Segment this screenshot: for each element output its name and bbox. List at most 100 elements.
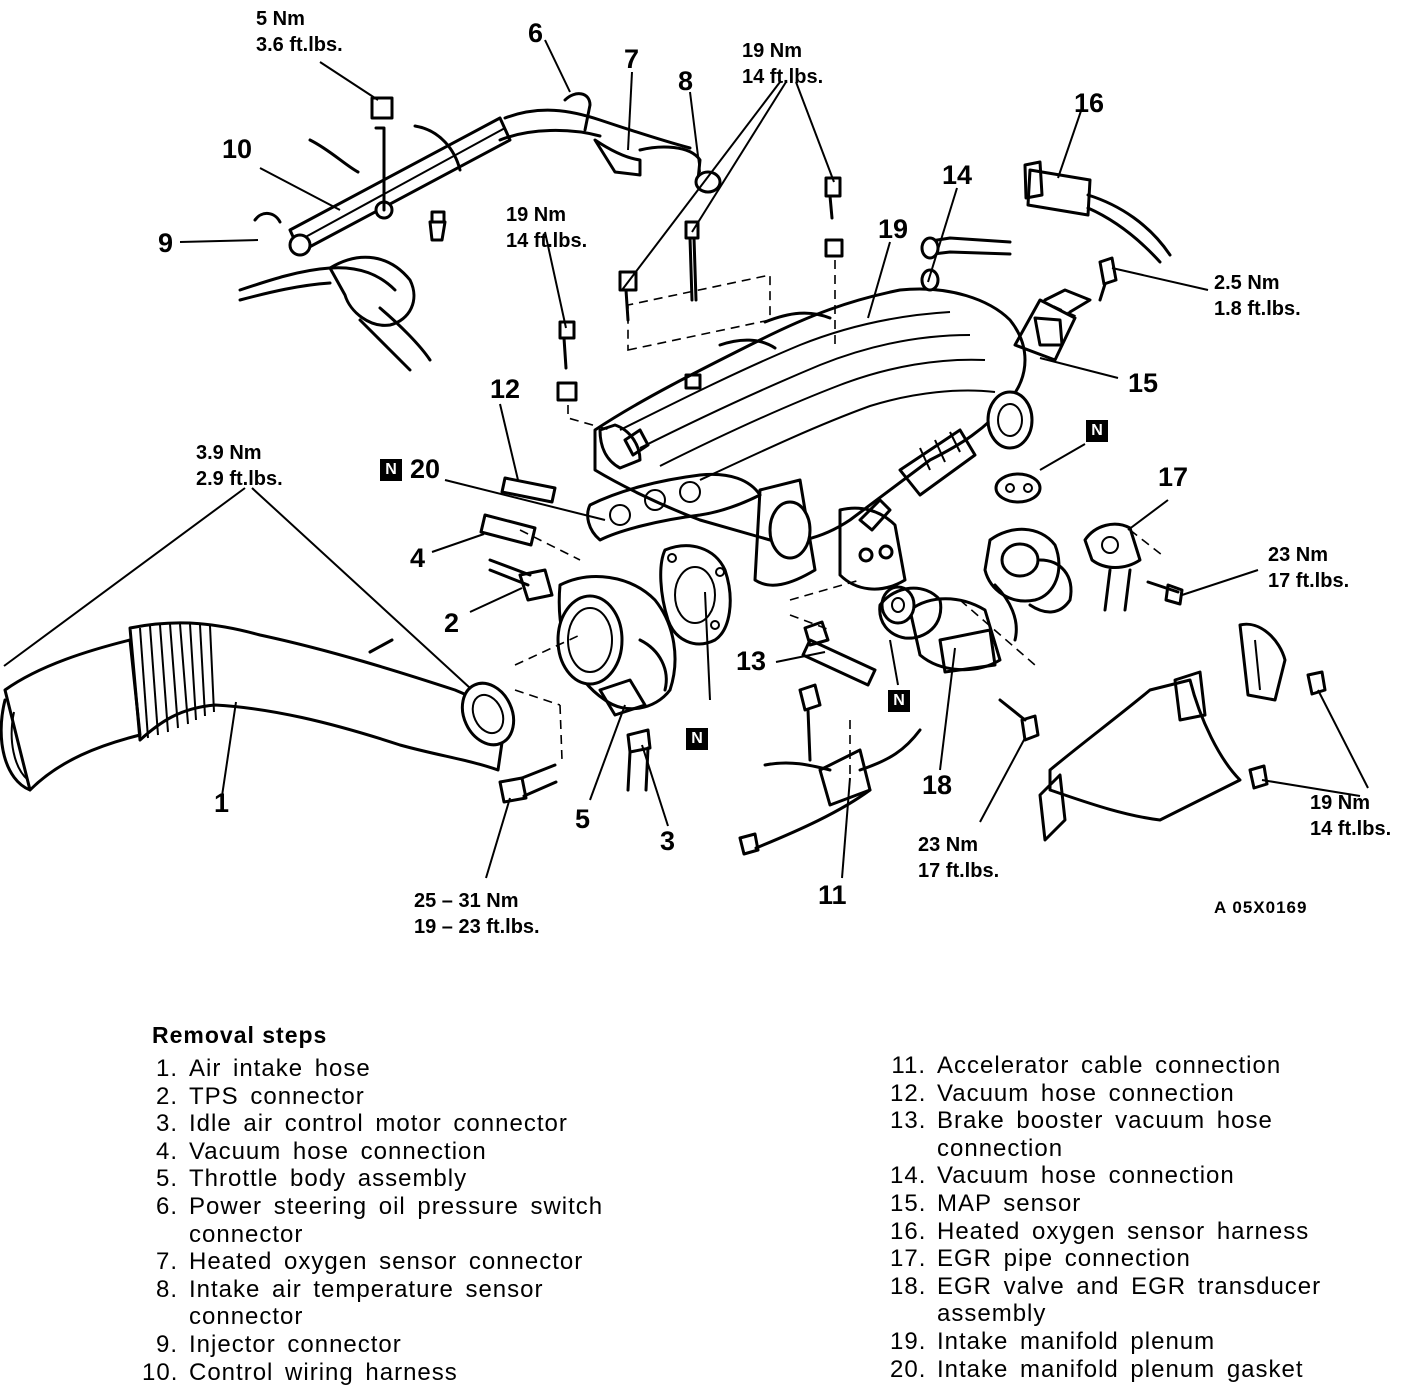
removal-steps-title: Removal steps <box>152 1022 328 1048</box>
step-number: 6. <box>155 1192 178 1220</box>
new-part-marker: N <box>888 690 910 712</box>
step-number: 12. <box>890 1079 927 1107</box>
step-text: Air intake hose <box>189 1055 371 1082</box>
callout-13: 13 <box>736 646 767 676</box>
vacuum-hoses <box>479 476 877 687</box>
removal-step: 1. Air intake hose <box>142 1055 603 1083</box>
step-number: 7. <box>155 1248 178 1276</box>
callout-20: 20 <box>410 454 441 484</box>
step-text: connector <box>189 1303 304 1331</box>
egr-valve-assembly <box>880 527 1073 742</box>
step-number: 19. <box>890 1327 927 1355</box>
callout-18: 18 <box>922 770 953 800</box>
callout-16: 16 <box>1074 88 1105 118</box>
step-number: 14. <box>890 1162 927 1190</box>
step-text: Intake manifold plenum gasket <box>937 1355 1304 1383</box>
step-text: EGR valve and EGR transducer <box>937 1272 1322 1300</box>
removal-step: 12. Vacuum hose connection <box>890 1080 1321 1108</box>
step-text: Vacuum hose connection <box>937 1162 1235 1190</box>
new-part-marker: N <box>1086 420 1108 442</box>
callout-4: 4 <box>410 543 426 573</box>
callout-9: 9 <box>158 228 174 258</box>
removal-step: 18.EGR valve and EGR transducer <box>890 1273 1321 1301</box>
egr-gaskets <box>878 472 1042 640</box>
callout-15: 15 <box>1128 368 1159 398</box>
removal-step: 8. Intake air temperature sensor <box>142 1276 603 1304</box>
callout-6: 6 <box>528 18 544 48</box>
intake-manifold-plenum <box>593 287 1034 591</box>
step-number: 2. <box>155 1082 178 1110</box>
removal-step: 9.Injector connector <box>142 1331 603 1359</box>
removal-step: 6. Power steering oil pressure switch <box>142 1193 603 1221</box>
step-text: Idle air control motor connector <box>189 1110 568 1138</box>
step-text: connection <box>937 1134 1064 1162</box>
removal-step: 5.Throttle body assembly <box>142 1165 603 1193</box>
removal-step: 17.EGR pipe connection <box>890 1245 1321 1273</box>
callout-5: 5 <box>575 804 591 834</box>
step-number: 4. <box>155 1137 178 1165</box>
removal-step: 13. Brake booster vacuum hose <box>890 1107 1321 1135</box>
removal-step: 3.Idle air control motor connector <box>142 1110 603 1138</box>
callout-10: 10 <box>222 134 253 164</box>
removal-step: connector <box>142 1221 603 1249</box>
throttle-body-assembly <box>498 544 732 804</box>
removal-step: assembly <box>890 1300 1321 1328</box>
assembly-centerlines <box>514 260 1163 780</box>
removal-step: 2. TPS connector <box>142 1083 603 1111</box>
step-text: Injector connector <box>189 1330 402 1358</box>
callout-2: 2 <box>444 608 460 638</box>
removal-step: 19.Intake manifold plenum <box>890 1328 1321 1356</box>
step-number: 15. <box>890 1189 927 1217</box>
removal-step: 10.Control wiring harness <box>142 1359 603 1387</box>
step-text: EGR pipe connection <box>937 1245 1191 1273</box>
control-wiring-harness <box>238 92 722 372</box>
step-text: connector <box>189 1220 304 1248</box>
removal-step: 4. Vacuum hose connection <box>142 1138 603 1166</box>
step-text: TPS connector <box>189 1082 365 1110</box>
step-text: Intake air temperature sensor <box>189 1275 544 1303</box>
step-number: 13. <box>890 1107 927 1135</box>
removal-step: 7. Heated oxygen sensor connector <box>142 1248 603 1276</box>
accelerator-cable <box>738 683 922 856</box>
step-number: 11. <box>891 1052 926 1079</box>
figure-code: A 05X0169 <box>1214 898 1308 917</box>
callout-14: 14 <box>942 160 973 190</box>
callout-17: 17 <box>1158 462 1189 492</box>
removal-step: 11.Accelerator cable connection <box>890 1052 1321 1080</box>
step-number: 8. <box>155 1275 178 1303</box>
callout-1: 1 <box>214 788 230 818</box>
step-number: 10. <box>142 1358 179 1386</box>
removal-step: 20.Intake manifold plenum gasket <box>890 1356 1321 1384</box>
step-text: Vacuum hose connection <box>189 1137 487 1165</box>
step-text: Vacuum hose connection <box>937 1079 1235 1107</box>
callout-3: 3 <box>660 826 676 856</box>
removal-step: 16.Heated oxygen sensor harness <box>890 1218 1321 1246</box>
support-brackets <box>1038 622 1327 842</box>
step-text: Heated oxygen sensor connector <box>189 1248 584 1276</box>
oxygen-sensor-harness <box>1023 160 1172 264</box>
vacuum-hose-14 <box>920 236 1012 292</box>
callout-19: 19 <box>878 214 909 244</box>
plenum-bolts <box>556 176 844 402</box>
removal-step: connector <box>142 1303 603 1331</box>
leader-lines <box>3 39 1369 879</box>
step-text: Throttle body assembly <box>189 1165 468 1193</box>
step-text: MAP sensor <box>937 1189 1082 1217</box>
step-number: 1. <box>155 1055 178 1082</box>
step-text: Heated oxygen sensor harness <box>937 1217 1310 1245</box>
removal-step: 14. Vacuum hose connection <box>890 1162 1321 1190</box>
air-intake-hose <box>0 621 516 792</box>
step-text: Brake booster vacuum hose <box>937 1107 1273 1135</box>
callout-12: 12 <box>490 374 521 404</box>
step-text: Power steering oil pressure switch <box>189 1192 604 1220</box>
